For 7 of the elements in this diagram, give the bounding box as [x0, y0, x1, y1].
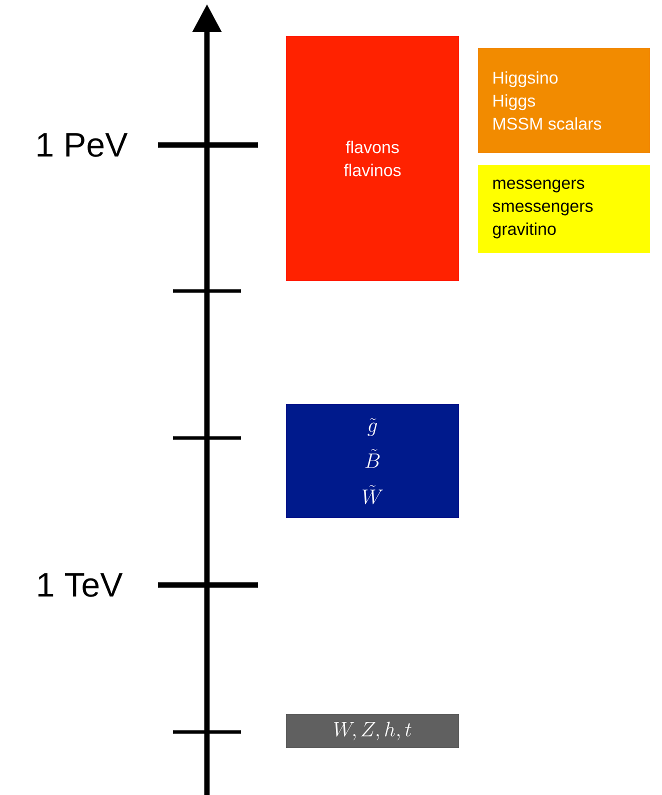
tick-label: 1 TeV — [38, 573, 123, 597]
particle-box: messengers smessengers gravitino — [478, 165, 650, 253]
particle-box: Higgsino Higgs MSSM scalars — [478, 48, 650, 153]
tick-label: 1 PeV — [38, 133, 128, 157]
particle-box: $\tilde{g}$ $\tilde{B}$ $\tilde{W}$ — [286, 404, 459, 518]
particle-box: flavons flavinos — [286, 36, 459, 281]
particle-box: $W,Z,h,t$ — [286, 714, 459, 748]
